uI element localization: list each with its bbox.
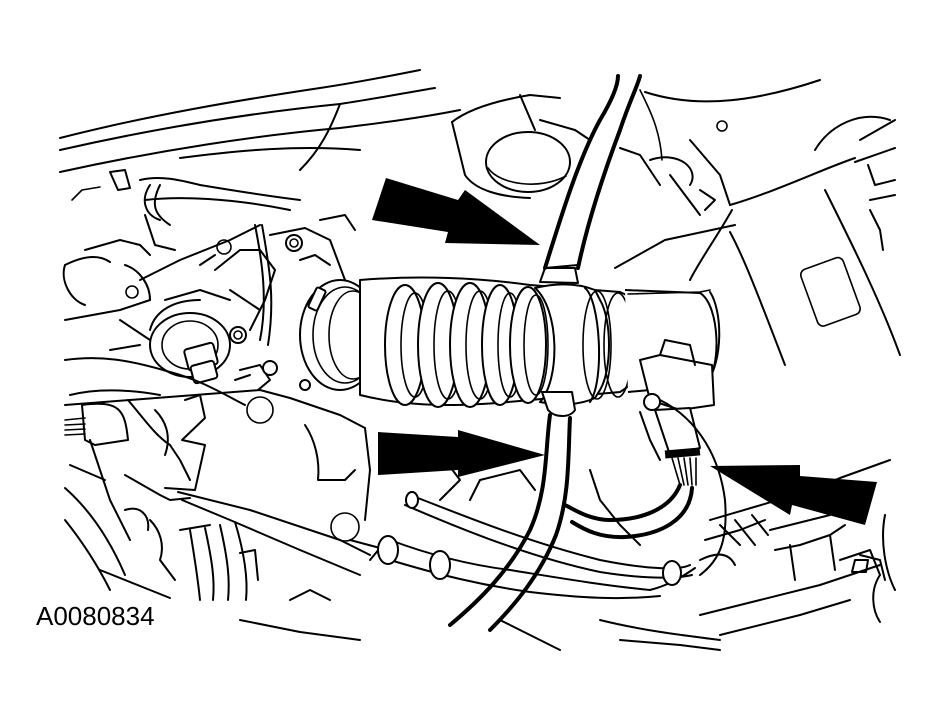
- callout-arrows: [372, 178, 877, 525]
- electrical-connector: [563, 339, 727, 576]
- lower-left-housing: [64, 389, 381, 641]
- figure-id-label: A0080834: [36, 601, 155, 631]
- vacuum-hose-lower: [448, 413, 572, 632]
- arrow-lower-left: [378, 430, 545, 477]
- arrow-upper: [372, 178, 540, 245]
- lower-tubes: [377, 459, 736, 651]
- background-structure: [59, 69, 901, 366]
- air-intake-bellows-hose: [299, 267, 721, 417]
- arrow-lower-right: [710, 465, 877, 525]
- reservoir-cap: [451, 94, 591, 199]
- throttle-body: [62, 176, 356, 406]
- vacuum-hose-upper: [543, 74, 663, 270]
